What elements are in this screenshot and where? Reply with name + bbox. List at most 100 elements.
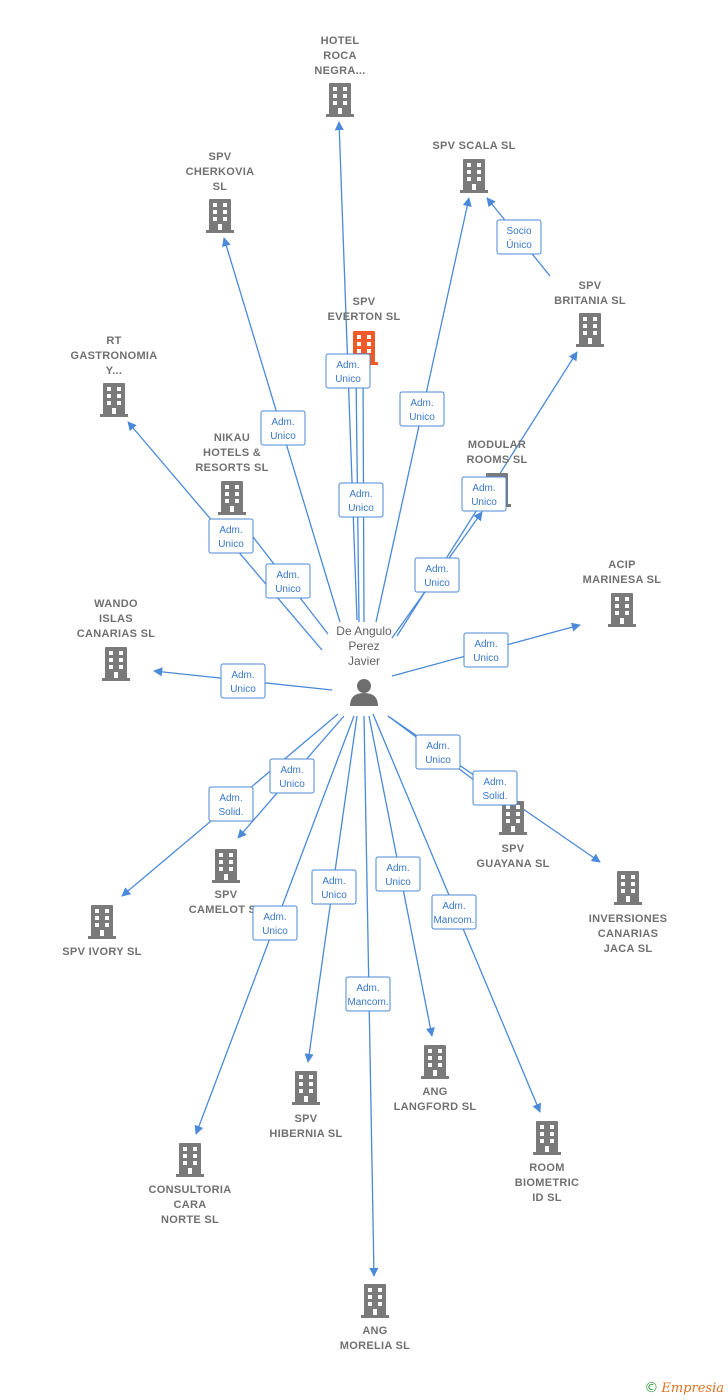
building-icon — [499, 801, 527, 835]
company-node-spv-hibernia[interactable]: SPV HIBERNIA SL — [269, 1071, 342, 1140]
company-name-line: ACIP — [608, 559, 635, 571]
relation-label[interactable]: Adm. Unico — [338, 482, 384, 518]
relation-label-box — [461, 476, 507, 512]
building-icon — [102, 647, 130, 681]
company-node-rt-gastronomia[interactable]: RTGASTRONOMIAY... — [70, 335, 157, 417]
building-icon — [100, 383, 128, 417]
company-name-line: BRITANIA SL — [554, 295, 626, 307]
relation-label-text: Mancom. — [433, 915, 474, 926]
relation-label[interactable]: Adm.Unico — [375, 856, 421, 892]
relation-label[interactable]: Adm.Unico — [415, 734, 461, 770]
relation-label-text: Adm. — [231, 670, 254, 681]
relation-label-text: Unico — [348, 503, 374, 514]
building-icon — [421, 1045, 449, 1079]
relation-label-box — [399, 391, 445, 427]
relation-label[interactable]: Adm. Unico — [208, 518, 254, 554]
relation-label[interactable]: Adm.Unico — [399, 391, 445, 427]
relation-label-text: Unico — [473, 653, 499, 664]
relation-label-text: Unico — [230, 684, 256, 695]
company-node-hotel-roca-negra[interactable]: HOTELROCANEGRA... — [314, 35, 365, 117]
building-icon — [608, 593, 636, 627]
company-name-line: SPV — [295, 1113, 318, 1125]
company-name-line: CANARIAS SL — [77, 628, 155, 640]
relation-label[interactable]: Adm. Mancom. — [431, 894, 477, 930]
company-name-line: HIBERNIA SL — [269, 1128, 342, 1140]
company-name-line: NEGRA... — [314, 65, 365, 77]
relation-label[interactable]: Adm. Unico — [269, 758, 315, 794]
relation-label-text: Unico — [279, 779, 305, 790]
relation-label-box — [260, 410, 306, 446]
relation-label-text: Adm. — [442, 901, 465, 912]
relation-label[interactable]: Adm.Solid. — [208, 786, 254, 822]
copyright-symbol: © — [644, 1380, 659, 1396]
person-name-line: Javier — [348, 654, 380, 668]
relation-label[interactable]: Adm.Unico — [325, 353, 371, 389]
company-name-line: Y... — [106, 365, 123, 377]
building-icon — [206, 199, 234, 233]
relation-label-text: Mancom. — [347, 997, 388, 1008]
relation-label-text: Adm. — [426, 741, 449, 752]
relation-label-text: Adm. — [349, 489, 372, 500]
person-icon — [350, 679, 378, 706]
relation-label[interactable]: Adm. Unico — [220, 663, 266, 699]
relation-label-text: Adm. — [276, 570, 299, 581]
relation-label[interactable]: Adm.Unico — [414, 557, 460, 593]
relation-label-box — [325, 353, 371, 389]
building-icon — [218, 481, 246, 515]
company-name-line: BIOMETRIC — [515, 1177, 579, 1189]
company-name-line: CONSULTORIA — [149, 1184, 232, 1196]
relation-label-text: Unico — [218, 539, 244, 550]
relation-label[interactable]: Adm. Mancom. — [345, 976, 391, 1012]
company-name-line: INVERSIONES — [589, 913, 668, 925]
relation-label-text: Solid. — [482, 791, 507, 802]
relation-label-text: Unico — [275, 584, 301, 595]
relation-label-text: Adm. — [336, 360, 359, 371]
relation-label[interactable]: Adm. Unico — [265, 563, 311, 599]
company-node-acip-marinesa[interactable]: ACIP MARINESA SL — [583, 559, 662, 627]
relation-label-box — [345, 976, 391, 1012]
relation-label-text: Adm. — [219, 525, 242, 536]
relation-label-text: Adm. — [280, 765, 303, 776]
relation-label-text: Adm. — [356, 983, 379, 994]
building-icon — [326, 83, 354, 117]
company-name-line: ID SL — [532, 1192, 562, 1204]
relation-label[interactable]: Adm.Unico — [311, 869, 357, 905]
relation-label[interactable]: Adm.Unico — [260, 410, 306, 446]
relation-label-text: Solid. — [218, 807, 243, 818]
company-name-line: MARINESA SL — [583, 574, 662, 586]
company-name-line: SPV — [215, 889, 238, 901]
relation-label[interactable]: Adm.Unico — [252, 905, 298, 941]
building-icon — [614, 871, 642, 905]
company-node-spv-scala[interactable]: SPV SCALA SL — [432, 140, 515, 193]
person-name-line: De Angulo — [336, 624, 392, 638]
company-name-line: ROCA — [323, 50, 357, 62]
relation-label-text: Adm. — [472, 483, 495, 494]
company-node-spv-ivory[interactable]: SPV IVORY SL — [62, 905, 141, 958]
company-name-line: SPV — [502, 843, 525, 855]
relation-label[interactable]: Adm. Solid. — [472, 770, 518, 806]
company-name-line: SPV — [353, 296, 376, 308]
building-icon — [460, 159, 488, 193]
building-icon — [88, 905, 116, 939]
relation-label[interactable]: Adm.Unico — [461, 476, 507, 512]
relation-label-box — [220, 663, 266, 699]
relation-label[interactable]: Adm.Unico — [463, 632, 509, 668]
company-name-line: MODULAR — [468, 439, 526, 451]
relation-label-text: Adm. — [483, 777, 506, 788]
